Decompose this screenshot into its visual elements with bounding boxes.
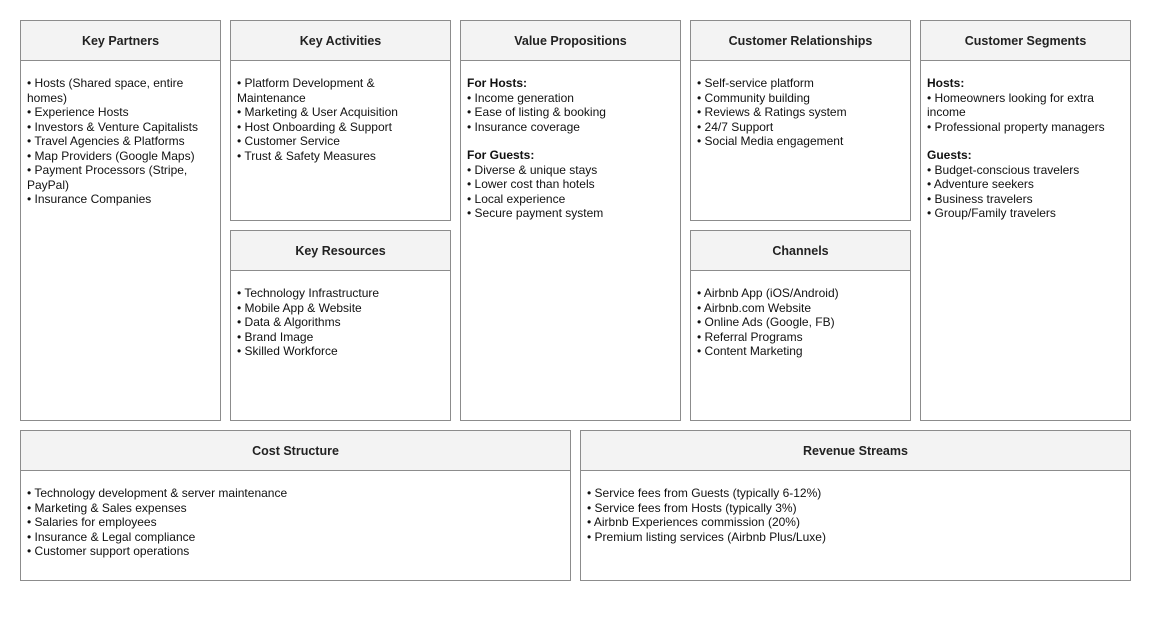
list-item: • Host Onboarding & Support	[237, 119, 392, 134]
list-item: • Trust & Safety Measures	[237, 148, 376, 163]
list-item: • Skilled Workforce	[237, 344, 338, 358]
list-item: • 24/7 Support	[697, 119, 774, 134]
key-activities-list: • Platform Development & Maintenance • M…	[231, 61, 450, 163]
customer-segments-block: Customer Segments Hosts: • Homeowners lo…	[920, 20, 1131, 421]
list-item: • Group/Family travelers	[927, 206, 1056, 220]
customer-relationships-block: Customer Relationships • Self-service pl…	[690, 20, 911, 221]
list-item: • Payment Processors (Stripe, PayPal)	[27, 163, 188, 192]
key-partners-block: Key Partners • Hosts (Shared space, enti…	[20, 20, 221, 421]
list-item: • Social Media engagement	[697, 134, 844, 148]
revenue-streams-block: Revenue Streams • Service fees from Gues…	[580, 430, 1131, 581]
list-item: • Budget-conscious travelers	[927, 162, 1080, 177]
list-item: • Insurance & Legal compliance	[27, 529, 196, 544]
key-partners-list: • Hosts (Shared space, entire homes) • E…	[21, 61, 220, 207]
list-item: • Platform Development & Maintenance	[237, 76, 375, 105]
list-item: • Adventure seekers	[927, 177, 1034, 191]
list-item: • Investors & Venture Capitalists	[27, 119, 198, 134]
list-item: • Salaries for employees	[27, 515, 157, 529]
list-item: • Homeowners looking for extra income	[927, 90, 1094, 120]
list-item: • Insurance Companies	[27, 192, 152, 206]
list-item: • Lower cost than hotels	[467, 177, 595, 191]
list-item: • Travel Agencies & Platforms	[27, 134, 185, 148]
list-item: • Airbnb.com Website	[697, 300, 812, 315]
cost-structure-block: Cost Structure • Technology development …	[20, 430, 571, 581]
key-resources-list: • Technology Infrastructure • Mobile App…	[231, 271, 450, 359]
list-item: • Self-service platform	[697, 76, 814, 90]
list-item: • Marketing & User Acquisition	[237, 105, 398, 119]
group-heading: For Guests:	[467, 148, 535, 162]
list-item: • Experience Hosts	[27, 105, 129, 119]
list-item: • Service fees from Hosts (typically 3%)	[587, 500, 797, 515]
group-heading: Guests:	[927, 148, 972, 162]
list-item: • Insurance coverage	[467, 119, 580, 134]
value-propositions-list: For Hosts: • Income generation • Ease of…	[461, 61, 680, 221]
customer-segments-title: Customer Segments	[921, 21, 1130, 61]
channels-title: Channels	[691, 231, 910, 271]
key-resources-title: Key Resources	[231, 231, 450, 271]
channels-block: Channels • Airbnb App (iOS/Android) • Ai…	[690, 230, 911, 421]
key-partners-title: Key Partners	[21, 21, 220, 61]
list-item: • Airbnb App (iOS/Android)	[697, 286, 839, 300]
list-item: • Mobile App & Website	[237, 300, 362, 315]
revenue-streams-title: Revenue Streams	[581, 431, 1130, 471]
key-activities-title: Key Activities	[231, 21, 450, 61]
list-item: • Local experience	[467, 191, 566, 206]
list-item: • Community building	[697, 90, 810, 105]
group-heading: Hosts:	[927, 76, 965, 90]
list-item: • Reviews & Ratings system	[697, 105, 847, 119]
list-item: • Business travelers	[927, 191, 1033, 206]
list-item: • Premium listing services (Airbnb Plus/…	[587, 529, 826, 544]
list-item: • Hosts (Shared space, entire homes)	[27, 76, 184, 105]
list-item: • Brand Image	[237, 329, 314, 344]
value-propositions-title: Value Propositions	[461, 21, 680, 61]
list-item: • Airbnb Experiences commission (20%)	[587, 515, 800, 529]
list-item: • Professional property managers	[927, 119, 1105, 134]
customer-segments-list: Hosts: • Homeowners looking for extra in…	[921, 61, 1130, 221]
group-spacer	[467, 134, 674, 148]
revenue-streams-list: • Service fees from Guests (typically 6-…	[581, 471, 1130, 544]
list-item: • Data & Algorithms	[237, 315, 341, 329]
value-propositions-block: Value Propositions For Hosts: • Income g…	[460, 20, 681, 421]
customer-relationships-title: Customer Relationships	[691, 21, 910, 61]
key-activities-block: Key Activities • Platform Development & …	[230, 20, 451, 221]
list-item: • Map Providers (Google Maps)	[27, 148, 195, 163]
channels-list: • Airbnb App (iOS/Android) • Airbnb.com …	[691, 271, 910, 359]
list-item: • Diverse & unique stays	[467, 162, 598, 177]
list-item: • Customer support operations	[27, 544, 190, 558]
cost-structure-title: Cost Structure	[21, 431, 570, 471]
list-item: • Secure payment system	[467, 206, 604, 220]
key-resources-block: Key Resources • Technology Infrastructur…	[230, 230, 451, 421]
list-item: • Marketing & Sales expenses	[27, 500, 187, 515]
list-item: • Technology development & server mainte…	[27, 486, 288, 500]
list-item: • Ease of listing & booking	[467, 105, 606, 119]
list-item: • Income generation	[467, 90, 574, 105]
list-item: • Online Ads (Google, FB)	[697, 315, 835, 329]
customer-relationships-list: • Self-service platform • Community buil…	[691, 61, 910, 149]
group-heading: For Hosts:	[467, 76, 527, 90]
group-spacer	[927, 134, 1124, 148]
cost-structure-list: • Technology development & server mainte…	[21, 471, 570, 559]
list-item: • Service fees from Guests (typically 6-…	[587, 486, 822, 500]
list-item: • Content Marketing	[697, 344, 803, 358]
list-item: • Technology Infrastructure	[237, 286, 380, 300]
list-item: • Customer Service	[237, 134, 340, 148]
list-item: • Referral Programs	[697, 329, 803, 344]
